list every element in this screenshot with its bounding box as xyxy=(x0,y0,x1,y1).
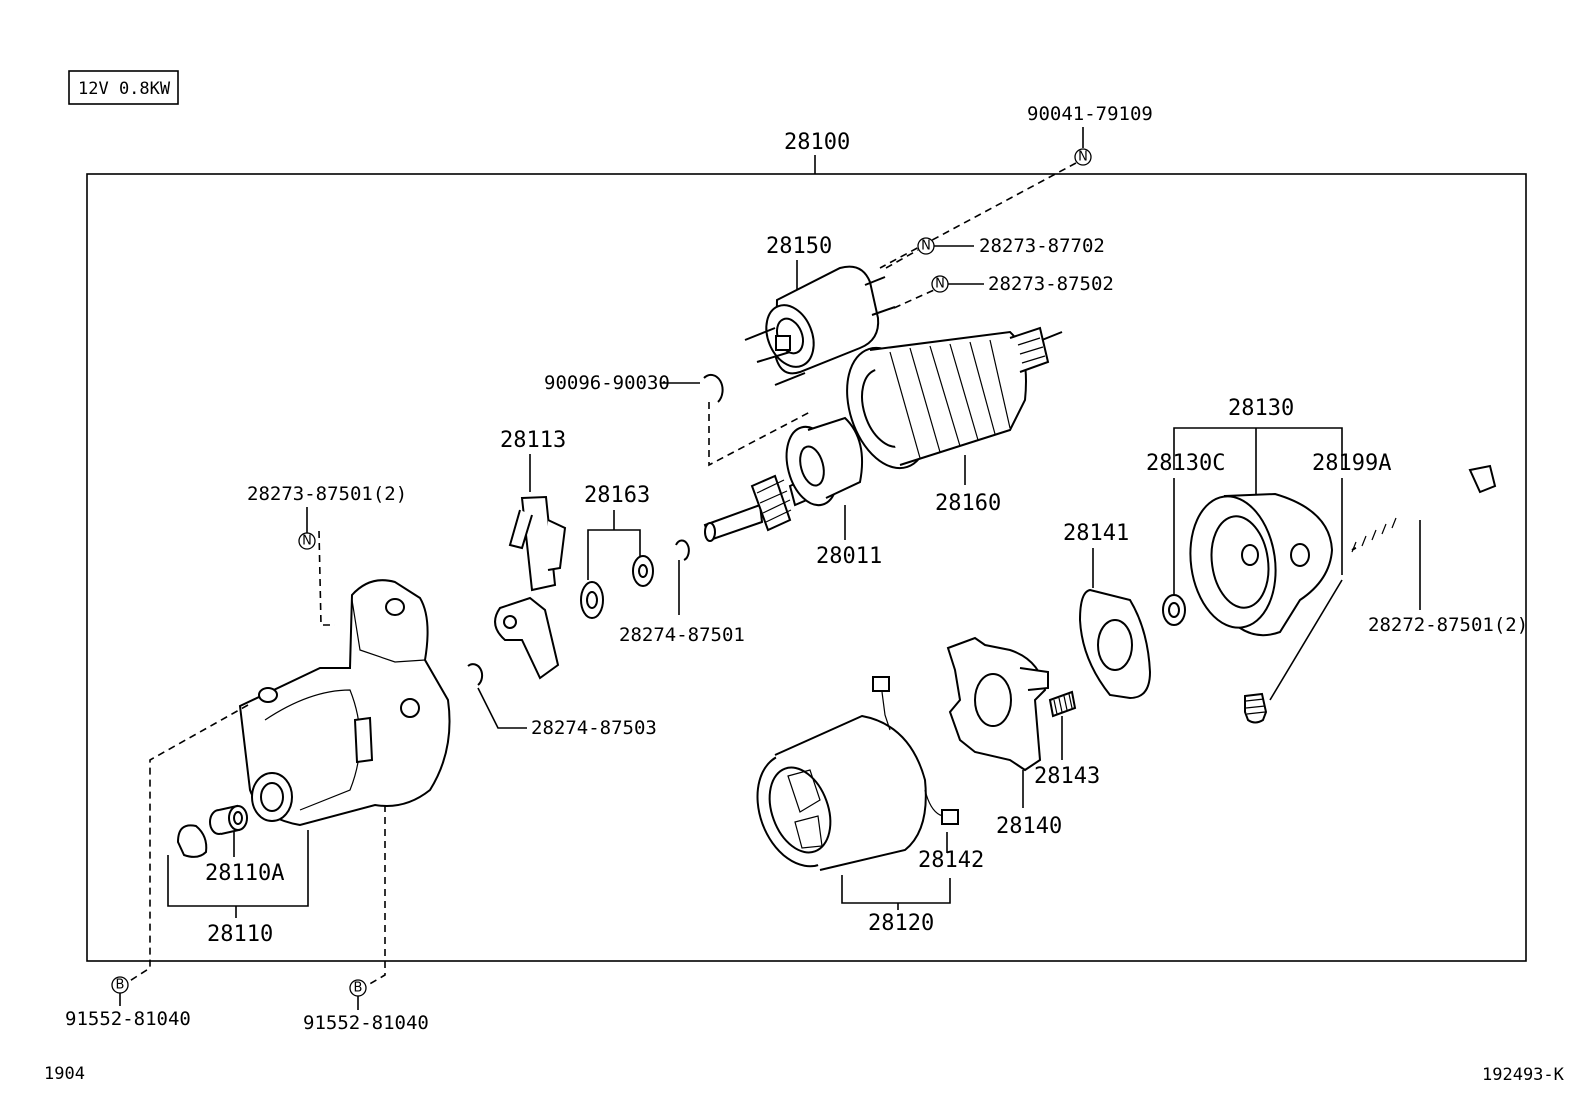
label-91552-81040-left: 91552-81040 xyxy=(65,1008,191,1030)
assembly-frame: 28100 xyxy=(86,130,1527,962)
svg-text:N: N xyxy=(935,277,945,292)
label-90096-90030: 90096-90030 xyxy=(544,372,670,394)
end-frame-28130: 28130 28130C 28199A xyxy=(1146,396,1391,724)
plate-28141: 28141 xyxy=(1063,521,1152,700)
callout-28273-87502: N 28273-87502 xyxy=(893,273,1114,309)
label-28272-87501: 28272-87501(2) xyxy=(1368,614,1528,636)
spec-box: 12V 0.8KW xyxy=(68,70,179,105)
label-28113: 28113 xyxy=(500,428,566,453)
n-mark-icon: N xyxy=(1074,148,1092,166)
armature-28160: 28160 xyxy=(846,326,1063,516)
footer-left-code: 1904 xyxy=(44,1064,85,1084)
n-mark-icon: N xyxy=(298,532,316,550)
label-28130C: 28130C xyxy=(1146,451,1225,476)
washers-28163: 28163 xyxy=(580,483,654,619)
label-28273-87502: 28273-87502 xyxy=(988,273,1114,295)
footer-right-code: 192493-K xyxy=(1482,1065,1565,1085)
clutch-28011: 28011 xyxy=(785,416,882,569)
label-28120: 28120 xyxy=(868,911,934,936)
label-28141: 28141 xyxy=(1063,521,1129,546)
spec-label: 12V 0.8KW xyxy=(78,79,171,99)
label-28273-87501: 28273-87501(2) xyxy=(247,483,407,505)
label-28163: 28163 xyxy=(584,483,650,508)
callout-28273-87501: 28273-87501(2) N xyxy=(247,483,407,626)
label-28199A: 28199A xyxy=(1312,451,1391,476)
drive-housing-28110 xyxy=(238,579,451,827)
label-28274-87501: 28274-87501 xyxy=(619,624,745,646)
label-90041-79109: 90041-79109 xyxy=(1027,103,1153,125)
label-28110A: 28110A xyxy=(205,861,284,886)
label-28273-87702: 28273-87702 xyxy=(979,235,1105,257)
b-mark-icon: B xyxy=(111,976,129,994)
callout-91552-right: B 91552-81040 xyxy=(303,805,429,1034)
callout-90096-90030: 90096-90030 xyxy=(544,372,811,467)
callout-91552-left: B 91552-81040 xyxy=(65,704,249,1030)
b-mark-icon: B xyxy=(349,979,367,997)
n-mark-icon: N xyxy=(917,237,935,255)
callout-28274-87503: 28274-87503 xyxy=(467,663,657,739)
label-28143: 28143 xyxy=(1034,764,1100,789)
svg-text:B: B xyxy=(116,978,125,993)
svg-text:B: B xyxy=(354,981,363,996)
bush-28110A: 28110A 28110 xyxy=(167,804,309,947)
label-28274-87503: 28274-87503 xyxy=(531,717,657,739)
yoke-28120: 28142 28120 xyxy=(756,676,984,936)
label-28011: 28011 xyxy=(816,544,882,569)
spring-28143: 28143 xyxy=(1034,690,1100,789)
callout-28274-87501: 28274-87501 xyxy=(619,539,745,646)
solenoid-28150: 28150 xyxy=(744,234,896,386)
callout-28273-87702: N 28273-87702 xyxy=(885,235,1105,269)
label-28110: 28110 xyxy=(207,922,273,947)
n-mark-icon: N xyxy=(931,275,949,293)
svg-text:N: N xyxy=(921,239,931,254)
svg-text:N: N xyxy=(1078,150,1088,165)
label-28160: 28160 xyxy=(935,491,1001,516)
label-91552-81040-right: 91552-81040 xyxy=(303,1012,429,1034)
label-28100: 28100 xyxy=(784,130,850,155)
through-bolt-28272: 28272-87501(2) xyxy=(1351,464,1528,636)
label-28130: 28130 xyxy=(1228,396,1294,421)
lever-28113: 28113 xyxy=(494,428,566,680)
svg-text:N: N xyxy=(302,534,312,549)
label-28150: 28150 xyxy=(766,234,832,259)
label-28142: 28142 xyxy=(918,848,984,873)
callout-90041-79109: 90041-79109 N xyxy=(879,103,1153,269)
label-28140: 28140 xyxy=(996,814,1062,839)
brush-holder-28140: 28140 xyxy=(946,636,1062,839)
